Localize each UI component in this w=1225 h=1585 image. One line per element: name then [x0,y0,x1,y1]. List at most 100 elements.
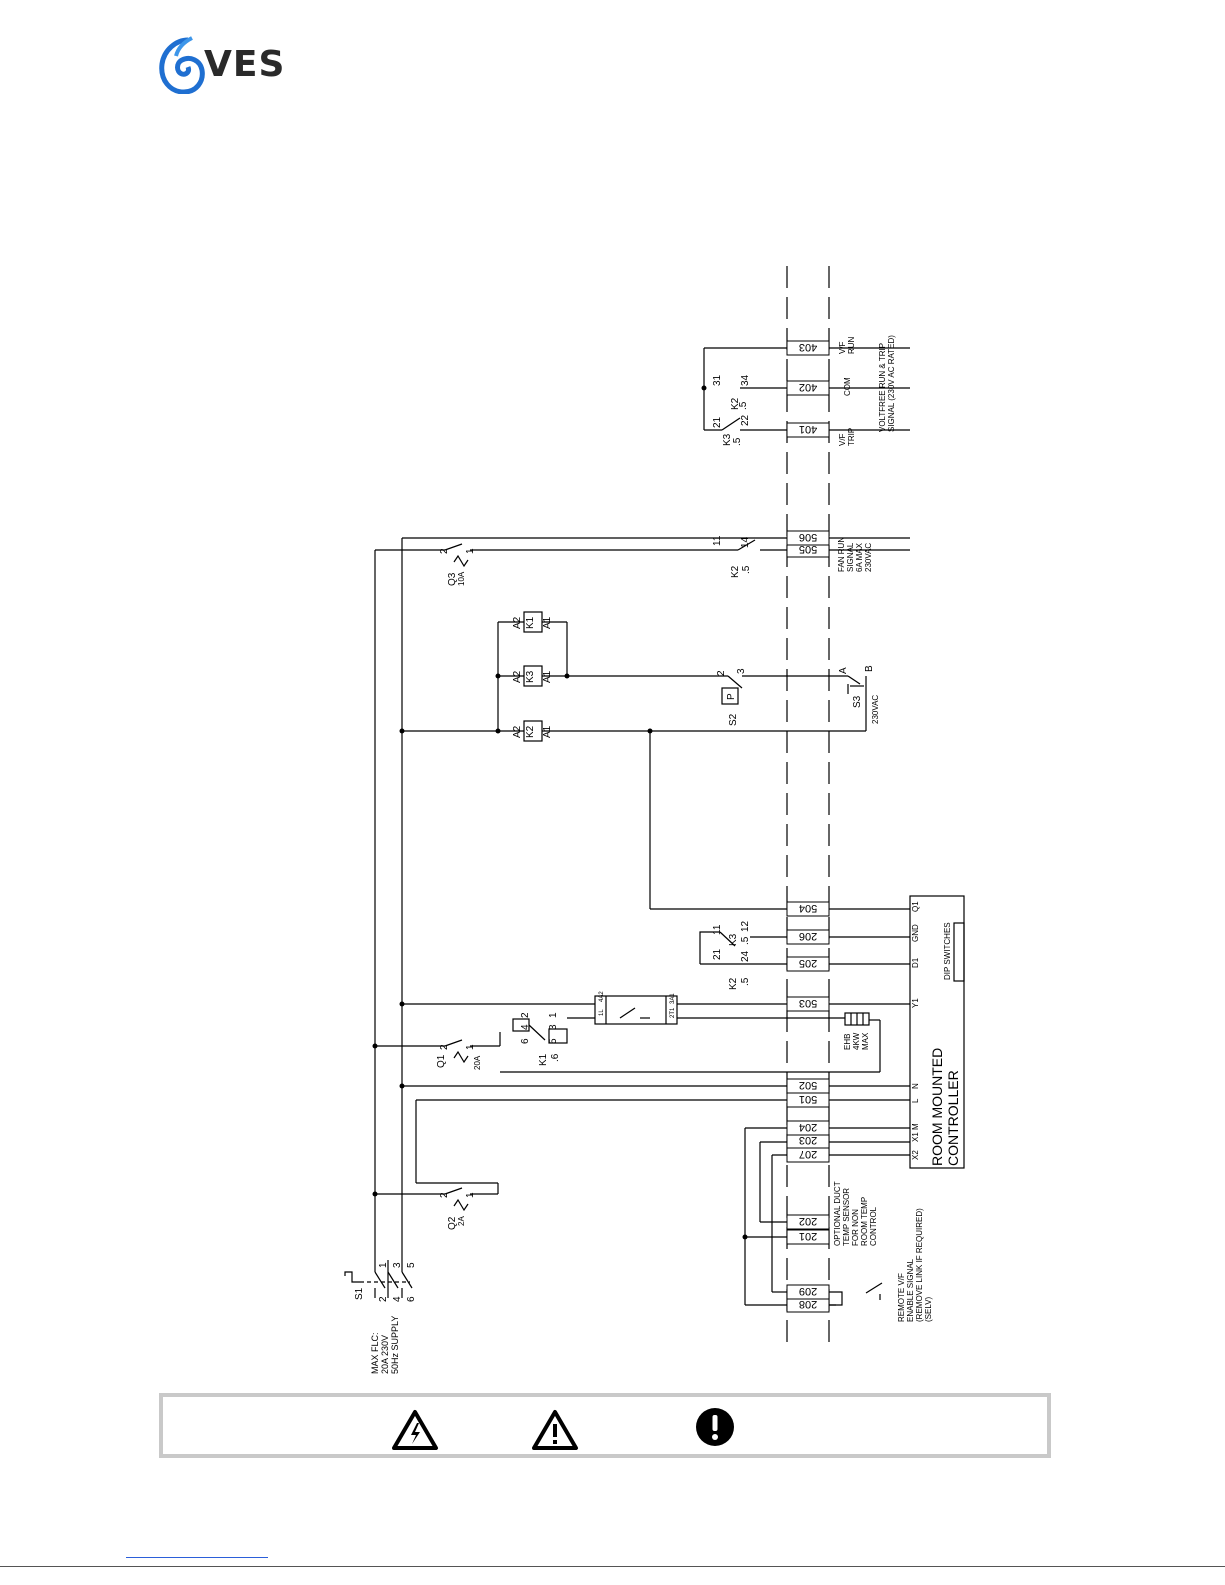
contactor-k2-fan-label: K2 [730,565,741,578]
svg-text:B: B [864,665,875,672]
svg-text:3: 3 [736,668,747,674]
svg-text:SIGNAL: SIGNAL [846,542,855,572]
svg-text:(SELV): (SELV) [924,1296,933,1322]
svg-text:A: A [838,667,849,674]
terminal-202: 202 [799,1215,817,1227]
terminal-403: 403 [799,341,817,353]
svg-text:21: 21 [712,416,723,428]
contactor-k3-trip-label: K3 [722,433,733,446]
svg-text:FOR NON: FOR NON [851,1209,860,1246]
supply-line-3: 50Hz SUPPLY [390,1316,400,1374]
supply-line-1: MAX FLC: [370,1332,380,1374]
footer-divider [0,1566,1225,1567]
svg-text:4A2: 4A2 [599,991,605,1002]
duct-sensor-label: OPTIONAL DUCT [833,1181,842,1246]
svg-text:31: 31 [712,374,723,386]
terminal-505: 505 [799,543,817,555]
contactor-k2-d1-label: K2 [728,977,739,990]
svg-text:14: 14 [740,536,751,548]
svg-text:4: 4 [520,1024,531,1030]
terminal-204: 204 [799,1121,817,1133]
svg-text:3: 3 [392,1262,403,1268]
svg-text:A2: A2 [512,670,523,683]
svg-text:21: 21 [712,948,723,960]
fan-run-label: FAN RUN [837,537,846,572]
svg-text:2: 2 [520,1012,531,1018]
svg-text:(REMOVE LINK IF REQUIRED): (REMOVE LINK IF REQUIRED) [915,1208,924,1322]
svg-text:230VAC: 230VAC [864,543,873,572]
svg-text:SIGNAL (230V AC RATED): SIGNAL (230V AC RATED) [887,335,896,432]
terminal-401: 401 [799,423,817,435]
svg-text:3A1: 3A1 [670,993,676,1004]
svg-text:.5: .5 [740,936,751,945]
terminal-503: 503 [799,997,817,1009]
terminal-203: 203 [799,1134,817,1146]
svg-text:TRIP: TRIP [847,428,856,446]
svg-text:2T1: 2T1 [670,1007,676,1018]
terminal-506: 506 [799,531,817,543]
terminal-504: 504 [799,902,817,914]
svg-text:1: 1 [378,1262,389,1268]
svg-text:1: 1 [548,1012,559,1018]
svg-text:1L: 1L [599,1009,605,1016]
svg-text:10A: 10A [457,571,466,586]
terminal-201: 201 [799,1230,817,1242]
contactor-k1-label: K1 [538,1053,549,1066]
svg-text:N: N [911,1083,920,1089]
terminal-402: 402 [799,381,817,393]
svg-text:4: 4 [392,1296,403,1302]
company-logo: VES [158,36,298,96]
terminal-208: 208 [799,1298,817,1310]
svg-text:22: 22 [740,414,751,426]
svg-text:ENABLE SIGNAL: ENABLE SIGNAL [906,1258,915,1322]
ehb-label: EHB [843,1034,852,1050]
voltfree-label: VOLTFREE RUN & TRIP [878,343,887,432]
svg-text:A2: A2 [512,616,523,629]
svg-text:L: L [911,1098,920,1103]
footer-link-underline[interactable] [126,1557,268,1558]
vf-trip-label: V/F [838,433,847,446]
terminal-502: 502 [799,1079,817,1091]
breaker-q3-label: Q3 [447,572,458,586]
dip-switches-label: DIP SWITCHES [943,922,952,980]
s3-voltage-label: 230VAC [871,695,880,724]
svg-text:3: 3 [548,1024,559,1030]
mandatory-notice-icon [696,1408,734,1446]
svg-text:1: 1 [465,1192,476,1198]
supply-line-2: 20A 230V [380,1335,390,1374]
svg-text:.5: .5 [741,565,752,574]
coil-k3-label: K3 [525,670,536,683]
com-label: COM [843,377,852,396]
svg-text:1: 1 [465,548,476,554]
contactor-k3-d1-label: K3 [728,933,739,946]
logo-wordmark: VES [204,44,286,85]
coil-k2-label: K2 [525,725,536,738]
terminal-blocks: 208 209 201 202 207 203 204 501 502 503 … [786,340,830,1313]
terminal-207: 207 [799,1148,817,1160]
svg-text:4KW: 4KW [852,1032,861,1050]
svg-text:Q1: Q1 [911,901,920,912]
svg-text:34: 34 [740,374,751,386]
svg-text:Y1: Y1 [911,998,920,1008]
terminal-206: 206 [799,930,817,942]
svg-text:X1 M: X1 M [911,1123,920,1142]
breaker-q2-label: Q2 [447,1216,458,1230]
swirl-logo-icon [159,36,205,95]
remote-enable-label: REMOTE V/F [897,1273,906,1322]
svg-text:20A: 20A [473,1055,482,1070]
svg-text:5: 5 [548,1038,559,1044]
svg-text:2: 2 [716,670,727,676]
svg-text:.5: .5 [740,977,751,986]
svg-text:A1: A1 [542,725,553,738]
svg-text:.6: .6 [550,1053,561,1062]
terminal-209: 209 [799,1285,817,1297]
svg-text:A1: A1 [542,670,553,683]
svg-text:GND: GND [911,924,920,942]
switch-s3-label: S3 [852,695,863,708]
terminal-205: 205 [799,957,817,969]
svg-text:2: 2 [439,548,450,554]
svg-text:X2: X2 [911,1150,920,1160]
svg-text:.5: .5 [738,401,749,410]
controller-title: ROOM MOUNTED [929,1048,945,1166]
